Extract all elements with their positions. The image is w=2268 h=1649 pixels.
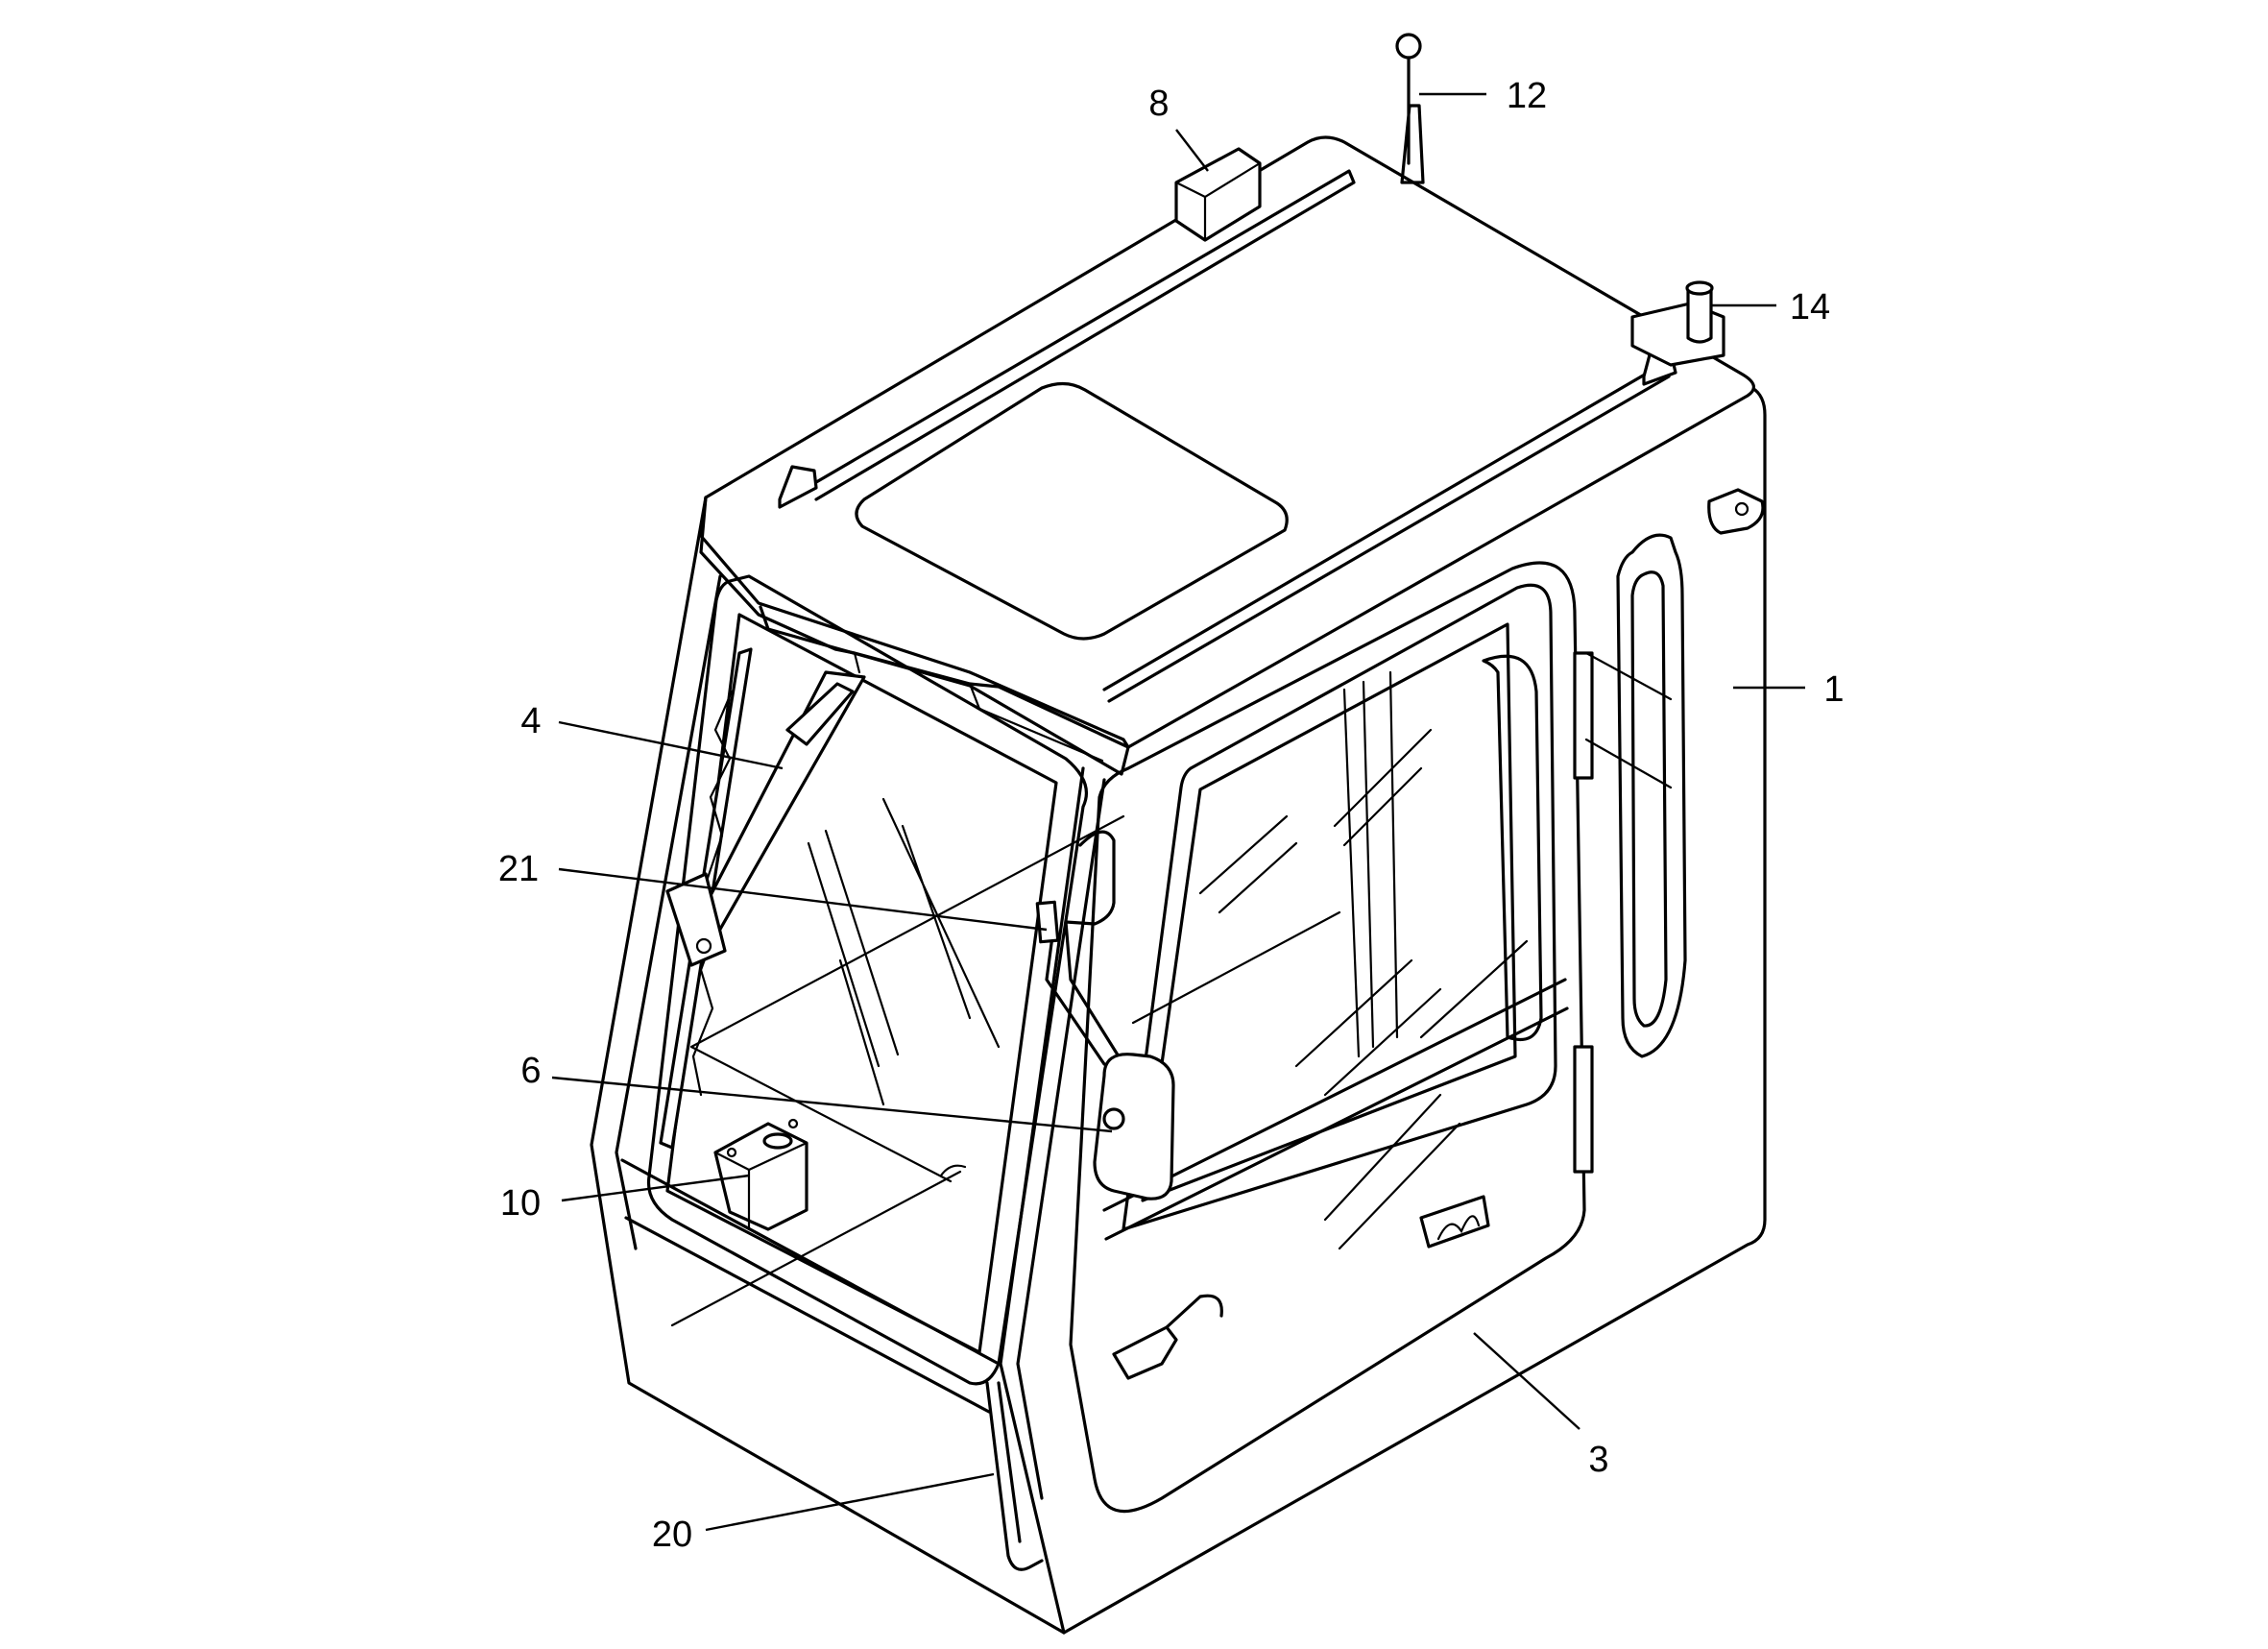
windshield-glass (807, 797, 1001, 1106)
door-window-frame (1122, 583, 1557, 1231)
callout-labels: 8 12 14 1 4 21 6 10 3 20 (498, 76, 1845, 1555)
callout-12: 12 (1507, 76, 1547, 116)
rear-side-window (1616, 533, 1687, 1058)
interior-frame (670, 814, 1341, 1327)
callout-14: 14 (1790, 287, 1830, 327)
cab-visor (699, 496, 1130, 749)
cab-body (590, 135, 1767, 1635)
callout-4: 4 (520, 701, 541, 741)
front-right-pillar (999, 766, 1085, 1635)
door-hinge-upper (1573, 651, 1594, 780)
wiper-assembly-4 (659, 647, 866, 1150)
roof-hatch (855, 381, 1289, 641)
leader-lines (551, 92, 1805, 1532)
door-outline (1069, 561, 1586, 1514)
mirror-assembly (1035, 830, 1175, 1200)
roof-block-8 (1174, 147, 1262, 242)
side-mirror-6[interactable] (1093, 1053, 1175, 1200)
antenna-12 (1395, 33, 1425, 184)
front-left-pillar (590, 496, 1066, 1635)
cab-right-side-panel (1062, 386, 1767, 1635)
door-hinge-lower (1573, 1045, 1594, 1174)
callout-10: 10 (500, 1183, 541, 1224)
mirror-arm-21 (1064, 830, 1130, 1078)
roof-rail-left (809, 169, 1356, 501)
callout-21: 21 (498, 849, 539, 889)
callout-3: 3 (1588, 1440, 1608, 1480)
front-left-pillar-inner (615, 574, 722, 1250)
roof-lug-front-left (778, 465, 818, 509)
front-crossbar (620, 1158, 1001, 1366)
windshield-frame (646, 574, 1088, 1386)
callout-6: 6 (520, 1051, 541, 1091)
lower-frame-bar-20 (985, 1381, 1044, 1571)
callout-20: 20 (652, 1515, 692, 1555)
beacon-post-14 (1630, 280, 1725, 367)
callout-1: 1 (1823, 669, 1844, 710)
door-latch-handle[interactable] (1419, 1195, 1490, 1249)
door-grab-handle[interactable] (1112, 1325, 1178, 1380)
washer-tank-10 (713, 1118, 808, 1231)
callout-8: 8 (1148, 84, 1169, 124)
